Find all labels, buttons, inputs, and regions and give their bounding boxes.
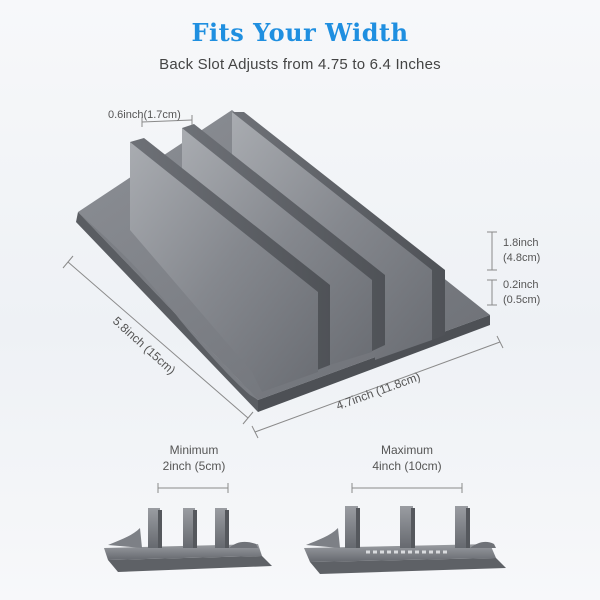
stand-minimum-config xyxy=(104,508,272,572)
base-thickness-label-1: 0.2inch xyxy=(503,279,538,291)
minimum-label: Minimum xyxy=(170,443,219,457)
minimum-value: 2inch (5cm) xyxy=(163,459,226,473)
height-label-2: (4.8cm) xyxy=(503,252,540,264)
front-lip xyxy=(78,212,258,400)
depth-label: 5.8inch (15cm) xyxy=(110,314,178,378)
base-thickness-label-2: (0.5cm) xyxy=(503,294,540,306)
vertical-stand xyxy=(76,110,490,412)
page-subtitle: Back Slot Adjusts from 4.75 to 6.4 Inche… xyxy=(159,56,441,73)
stand-maximum-config xyxy=(304,506,506,574)
dimension-lines xyxy=(62,115,504,493)
stand-base-side xyxy=(76,212,258,412)
maximum-value: 4inch (10cm) xyxy=(372,459,441,473)
height-label-1: 1.8inch xyxy=(503,237,538,249)
slot-width-label: 0.6inch(1.7cm) xyxy=(108,109,181,121)
maximum-label: Maximum xyxy=(381,443,433,457)
page-title: Fits Your Width xyxy=(191,18,409,47)
